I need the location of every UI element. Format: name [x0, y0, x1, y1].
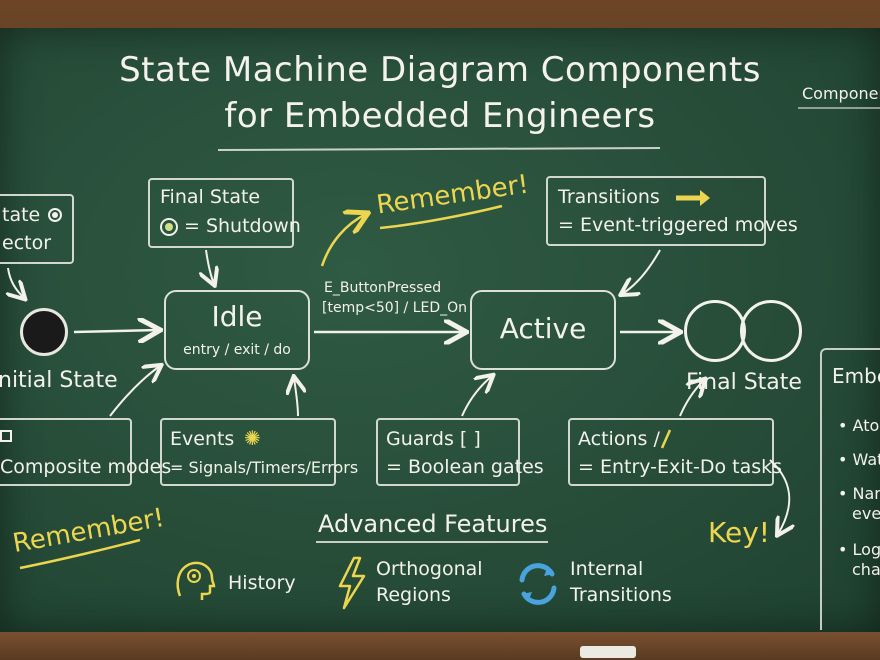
remember-note-bottom: Remember!: [10, 502, 167, 560]
composite-box-desc: Composite modes: [0, 456, 172, 478]
events-box-title: Events: [170, 428, 235, 450]
remember-note-top: Remember!: [374, 169, 531, 221]
active-state: [470, 290, 616, 370]
embedded-panel: [820, 348, 880, 630]
transition-guard-action-label: [temp<50] / LED_On: [322, 300, 468, 316]
final-state-label: Final State: [686, 370, 802, 395]
panel-item-cont: cha: [852, 560, 880, 579]
history-label: History: [228, 572, 296, 594]
initial-state-box-desc: ector: [2, 232, 52, 254]
transitions-box: [546, 176, 766, 246]
idle-state-sub: entry / exit / do: [183, 342, 291, 358]
title-line-2: for Embedded Engineers: [224, 96, 656, 136]
initial-state-dot: [20, 308, 68, 356]
initial-state-label: nitial State: [0, 368, 118, 393]
composite-icon: [0, 430, 12, 442]
panel-item: • Nar: [838, 484, 880, 503]
guards-box-desc: = Boolean gates: [386, 456, 544, 478]
lightbulb-icon: ✺: [244, 426, 261, 450]
transition-event-label: E_ButtonPressed: [324, 280, 442, 296]
actions-box-desc: = Entry-Exit-Do tasks: [578, 456, 783, 478]
chalkboard: State Machine Diagram Components for Emb…: [0, 28, 880, 632]
final-state-box-title: Final State: [160, 186, 261, 208]
idle-state-name: Idle: [211, 300, 263, 333]
internal-label-line1: Internal: [570, 558, 644, 580]
panel-item-cont: eve: [852, 504, 880, 523]
advanced-features-heading: Advanced Features: [318, 510, 548, 538]
panel-item: • Wat: [838, 450, 880, 469]
guards-box: [376, 418, 520, 486]
events-box-desc: = Signals/Timers/Errors: [170, 458, 359, 477]
final-state-box: [148, 178, 294, 248]
composite-box: [0, 418, 132, 486]
events-box: [160, 418, 336, 486]
cycle-arrows-icon: [512, 558, 564, 610]
transitions-box-desc: = Event-triggered moves: [558, 214, 798, 236]
final-state-icon: [160, 218, 178, 236]
top-right-label: Component: [802, 84, 880, 103]
final-state-circle-right: [740, 300, 802, 362]
target-icon: [48, 208, 62, 222]
chalk-piece: [580, 646, 636, 658]
initial-state-box-title: tate: [2, 204, 41, 226]
idle-state: [164, 290, 310, 370]
orthogonal-label-line1: Orthogonal: [376, 558, 483, 580]
actions-box-title: Actions /: [578, 428, 660, 450]
active-state-name: Active: [499, 312, 587, 345]
key-note: Key!: [708, 516, 770, 549]
chalk-tray: [0, 632, 880, 660]
guards-box-title: Guards [ ]: [386, 428, 481, 450]
history-head-icon: [170, 556, 218, 604]
transitions-box-title: Transitions: [558, 186, 660, 208]
internal-label-line2: Transitions: [570, 584, 672, 606]
final-state-circle-left: [684, 300, 746, 362]
orthogonal-label-line2: Regions: [376, 584, 451, 606]
initial-state-box: [0, 194, 74, 264]
panel-item: • Log: [838, 540, 880, 559]
embedded-panel-heading: Embe: [832, 364, 880, 388]
final-state-box-desc: = Shutdown: [184, 215, 301, 237]
lightning-icon: [334, 556, 370, 610]
title-line-1: State Machine Diagram Components: [119, 50, 761, 90]
actions-box: [568, 418, 774, 486]
panel-item: • Ato: [838, 416, 880, 435]
